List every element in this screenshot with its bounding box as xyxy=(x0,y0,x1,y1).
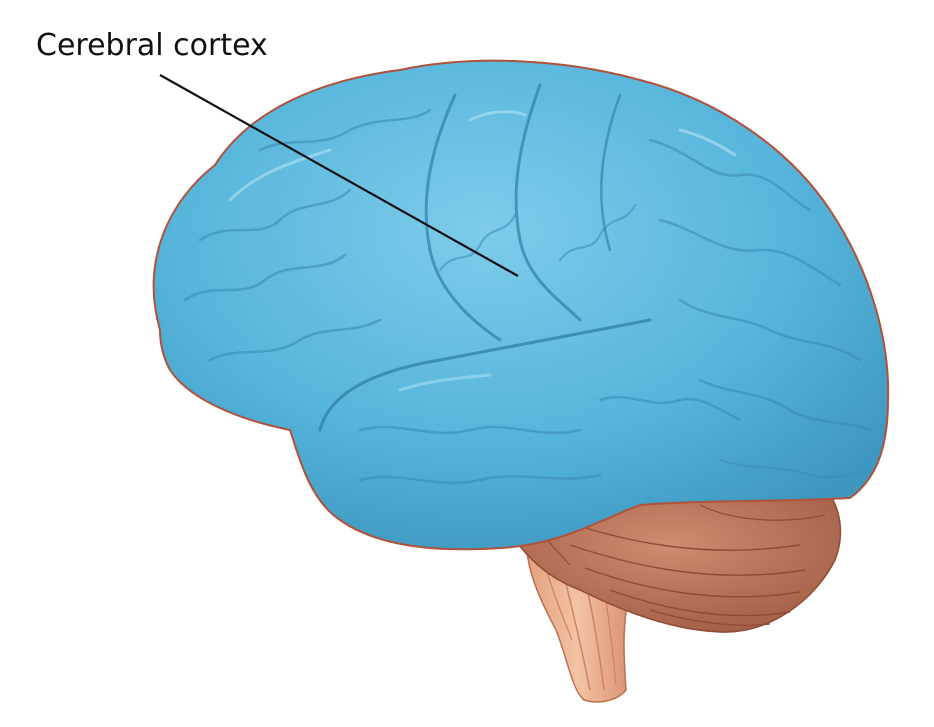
cerebral-cortex-label: Cerebral cortex xyxy=(36,28,268,63)
cerebral-cortex xyxy=(152,59,890,551)
cortex-leader-line xyxy=(159,74,519,277)
